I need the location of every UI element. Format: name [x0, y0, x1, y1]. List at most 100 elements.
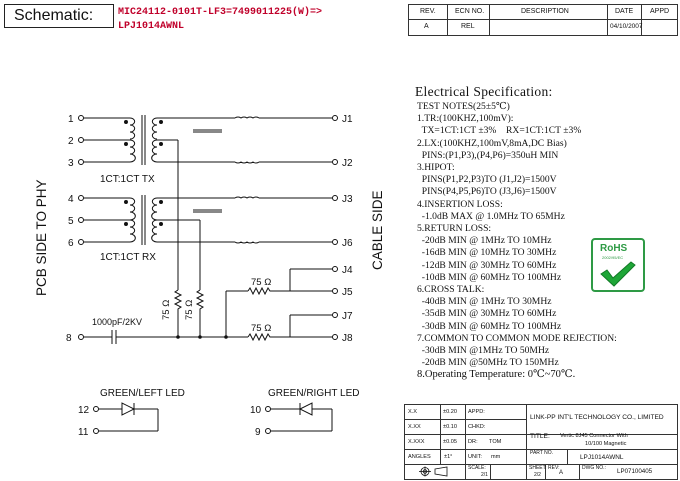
- pin-j8-label: J8: [342, 333, 353, 344]
- title-block: X.X ±0.20 APPD: X.XX ±0.10 CHKD: X.XXX ±…: [404, 404, 678, 480]
- pin-3-label: 3: [68, 158, 74, 169]
- resistor-label-2: 75 Ω: [184, 300, 195, 320]
- spec-line: PINS(P4,P5,P6)TO (J3,J6)=1500V: [417, 186, 557, 198]
- spec-line: -20dB MIN @50MHz TO 150MHz: [417, 357, 559, 369]
- spec-block: TEST NOTES(25±5℃) 1.TR:(100KHZ,100mV): T…: [417, 101, 617, 382]
- company-name: LINK-PP INT'L TECHNOLOGY CO., LIMITED: [530, 414, 664, 421]
- spec-title: Electrical Specification:: [415, 84, 553, 99]
- rx-ratio-label: 1CT:1CT RX: [100, 252, 156, 263]
- dr-value: TOM: [489, 439, 502, 445]
- spec-line: 3.HIPOT:: [417, 162, 455, 174]
- spec-line: -35dB MIN @ 30MHz TO 60MHz: [417, 308, 557, 320]
- rev-value: A: [559, 470, 564, 476]
- spec-line: -16dB MIN @ 10MHz TO 30MHz: [417, 247, 557, 259]
- pin-j4-terminal: [332, 266, 338, 272]
- pin-j2-label: J2: [342, 158, 353, 169]
- sheet-value: 2/2: [534, 472, 541, 478]
- title-line2: 10/100 Magnetic: [585, 441, 627, 447]
- dwg-no-label: DWG NO.:: [582, 465, 606, 471]
- chkd-label: CHKD:: [468, 424, 486, 430]
- rohs-text: RoHS: [600, 243, 628, 254]
- ecn-value: REL: [461, 23, 475, 30]
- pin-12-terminal: [93, 406, 99, 412]
- pin-10-label: 10: [250, 405, 262, 416]
- pin-1-label: 1: [68, 114, 74, 125]
- pcb-side-label: PCB SIDE TO PHY: [34, 179, 49, 296]
- schematic-diagram: PCB SIDE TO PHY CABLE SIDE 1 2 3 J1 J2 1…: [34, 114, 385, 438]
- spec-line: -10dB MIN @ 60MHz TO 100MHz: [417, 271, 562, 283]
- pin-j7-terminal: [332, 312, 338, 318]
- tol-xxx-label: X.XX: [408, 424, 421, 430]
- rohs-sub: 2002/95/EC: [602, 255, 624, 260]
- spec-line: -30dB MIN @1MHz TO 50MHz: [417, 345, 550, 357]
- pin-6-terminal: [78, 239, 84, 245]
- pin-j6-terminal: [332, 239, 338, 245]
- pin-4-label: 4: [68, 194, 74, 205]
- spec-line: PINS:(P1,P3),(P4,P6)=350uH MIN: [417, 149, 559, 161]
- description-header: DESCRIPTION: [521, 8, 569, 15]
- part-number-line2: LPJ1014AWNL: [118, 21, 185, 32]
- pin-2-label: 2: [68, 136, 74, 147]
- spec-line: 1.TR:(100KHZ,100mV):: [417, 113, 514, 125]
- sheet-label: SHEET:: [529, 465, 547, 471]
- date-header: DATE: [615, 8, 634, 15]
- pin-11-terminal: [93, 428, 99, 434]
- angles-value: ±1°: [444, 454, 453, 460]
- schematic-label: Schematic:: [14, 7, 94, 24]
- spec-line: -30dB MIN @ 60MHz TO 100MHz: [417, 320, 562, 332]
- unit-label: UNIT:: [468, 454, 482, 460]
- pin-j3-label: J3: [342, 194, 353, 205]
- resistor-label-3: 75 Ω: [251, 277, 271, 288]
- pin-10-terminal: [265, 406, 271, 412]
- tol-xx-label: X.X: [408, 409, 418, 415]
- led-left-diode-icon: [121, 402, 136, 416]
- spec-line: -40dB MIN @ 1MHz TO 30MHz: [417, 296, 552, 308]
- pin-3-terminal: [78, 159, 84, 165]
- part-number-line1: MIC24112-0101T-LF3=7499011225(W)=>: [118, 7, 323, 18]
- resistor-label-1: 75 Ω: [161, 300, 172, 320]
- pin-8-terminal: [78, 334, 84, 340]
- resistor-label-4: 75 Ω: [251, 323, 271, 334]
- led-left-title: GREEN/LEFT LED: [100, 388, 185, 399]
- tx-ratio-label: 1CT:1CT TX: [100, 174, 155, 185]
- spec-line: 8.Operating Temperature: 0℃~70℃.: [417, 369, 576, 381]
- pin-j8-terminal: [332, 334, 338, 340]
- title-line1: Vertic 8J45 Connector With: [560, 433, 628, 439]
- led-right-diode-icon: [298, 402, 313, 416]
- part-no-label: PART NO.: [530, 450, 554, 456]
- pin-j3-terminal: [332, 195, 338, 201]
- part-no-value: LPJ1014AWNL: [580, 454, 624, 461]
- rohs-badge: RoHS 2002/95/EC: [591, 238, 645, 292]
- tol-xx-value: ±0.20: [443, 409, 457, 415]
- pin-12-label: 12: [78, 405, 90, 416]
- pin-9-label: 9: [255, 427, 261, 438]
- pin-j5-label: J5: [342, 287, 353, 298]
- header-left: [4, 4, 114, 28]
- spec-line: 7.COMMON TO COMMON MODE REJECTION:: [417, 332, 617, 344]
- spec-line: -1.0dB MAX @ 1.0MHz TO 65MHz: [417, 210, 565, 222]
- spec-line: PINS(P1,P2,P3)TO (J1,J2)=1500V: [417, 174, 557, 186]
- pin-j4-label: J4: [342, 265, 353, 276]
- spec-line: TEST NOTES(25±5℃): [417, 101, 510, 112]
- spec-line: -20dB MIN @ 1MHz TO 10MHz: [417, 235, 552, 247]
- rev-header: REV.: [420, 8, 436, 15]
- pin-1-terminal: [78, 115, 84, 121]
- pin-j2-terminal: [332, 159, 338, 165]
- ecn-header: ECN NO.: [455, 8, 485, 15]
- checkmark-icon: [600, 261, 636, 287]
- capacitor-label: 1000pF/2KV: [92, 317, 142, 327]
- pin-11-label: 11: [78, 427, 89, 438]
- pin-j1-label: J1: [342, 114, 353, 125]
- spec-line: 4.INSERTION LOSS:: [417, 198, 503, 210]
- revision-table: REV. ECN NO. DESCRIPTION DATE APPD A REL…: [408, 4, 678, 36]
- led-right-title: GREEN/RIGHT LED: [268, 388, 360, 399]
- dr-label: DR:: [468, 439, 478, 445]
- pin-4-terminal: [78, 195, 84, 201]
- spec-line: 5.RETURN LOSS:: [417, 223, 492, 235]
- pin-j7-label: J7: [342, 311, 353, 322]
- title-label: TITLE:: [530, 433, 550, 440]
- tol-xxxx-label: X.XXX: [408, 439, 425, 445]
- spec-line: 6.CROSS TALK:: [417, 284, 485, 296]
- pin-5-label: 5: [68, 216, 74, 227]
- angles-label: ANGLES: [408, 454, 431, 460]
